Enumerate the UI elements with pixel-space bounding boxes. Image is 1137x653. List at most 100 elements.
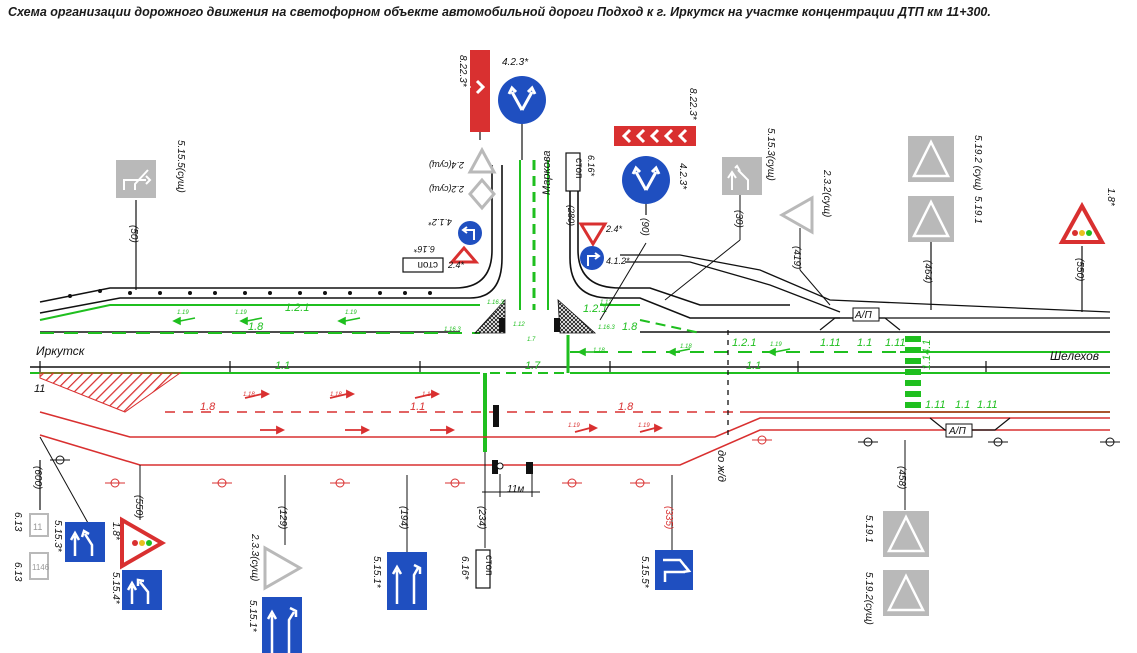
- dist-5-15-5-bottom: (335): [663, 506, 674, 529]
- traffic-lights: [492, 318, 560, 474]
- sign-code-4-1-2-left: 4.1.2*: [428, 217, 452, 227]
- lighting-poles-black: [50, 437, 1120, 465]
- sign-code-2-4-right: 2.4*: [605, 224, 623, 234]
- dist-5-15-5: (50): [128, 225, 139, 243]
- marking-1-18-a: 1.18: [593, 348, 605, 354]
- sign-2-4-gray-icon: [467, 146, 497, 174]
- marking-1-16-3-c: 1.16.3: [598, 325, 615, 331]
- marking-1-1-a: 1.1: [275, 360, 290, 372]
- marking-1-2-1-east: 1.2.1: [732, 337, 756, 349]
- sign-5-15-1-mid-icon: [387, 552, 427, 610]
- sign-1-8-top-icon: [1058, 201, 1106, 244]
- red-markings: [39, 411, 1110, 466]
- marking-1-19-a: 1.19: [177, 310, 189, 316]
- marking-1-19-f: 1.19: [638, 423, 650, 429]
- island-hatch-right: [557, 299, 597, 334]
- sign-code-1-8-top: 1.8*: [1105, 188, 1116, 207]
- marking-1-1-b: 1.1: [746, 360, 761, 372]
- sign-code-5-15-5-bottom: 5.15.5*: [639, 556, 650, 589]
- dist-5-15-1-mid: (194): [398, 506, 409, 529]
- marking-1-7: 1.7: [525, 360, 541, 372]
- sign-4-2-3-left-icon: [498, 76, 546, 124]
- sign-code-5-19-2-bottom: 5.19.2(сущ): [863, 572, 874, 625]
- sign-code-2-3-2: 2.3.2(сущ): [821, 169, 832, 217]
- marking-1-1-south: 1.1: [410, 401, 425, 413]
- sign-code-8-22-3-right: 8.22.3*: [687, 88, 698, 121]
- marking-1-1-c: 1.1: [857, 337, 872, 349]
- sign-code-4-1-2-right: 4.1.2*: [606, 256, 630, 266]
- sign-2-2-gray-icon: [468, 177, 496, 211]
- sign-code-1-8-bottom: 1.8*: [110, 522, 121, 541]
- red-hatched-island: [39, 372, 182, 413]
- dist-4-2-3-right: (90): [639, 218, 650, 236]
- marking-1-11-d: 1.11: [977, 399, 998, 411]
- marking-1-8-south: 1.8: [200, 401, 216, 413]
- dist-5-19-bottom: (458): [896, 466, 907, 489]
- marking-1-18-c: 1.18: [243, 392, 255, 398]
- sign-2-3-3-icon: [263, 545, 304, 591]
- sign-6-16-bottom-icon: [475, 549, 491, 589]
- sign-code-6-16-bottom: 6.16*: [459, 556, 470, 580]
- pedestrian-crossing-1-14-1: [905, 336, 921, 408]
- sign-code-6-16-right: 6.16*: [586, 155, 596, 177]
- dist-6-16-bottom: (234): [476, 506, 487, 529]
- sign-2-4-left-icon: [448, 245, 480, 264]
- sign-code-2-4-left: 2.4*: [447, 260, 465, 270]
- sign-5-15-3-bottom-icon: [65, 522, 105, 562]
- north-road-edge: [39, 165, 1111, 333]
- sign-2-3-2-icon: [778, 195, 814, 235]
- sign-label-stop-left: стоп: [418, 259, 438, 270]
- marking-1-12-b: 1.12: [600, 300, 612, 306]
- marking-1-8-north: 1.8: [248, 321, 264, 333]
- sign-label-stop-bottom: стоп: [483, 555, 494, 575]
- marking-1-18-d: 1.18: [330, 392, 342, 398]
- dist-5-19-top: (464): [922, 260, 933, 283]
- sign-4-2-3-right-icon: [622, 156, 670, 204]
- sign-code-5-15-3-bottom: 5.15.3*: [52, 520, 63, 553]
- sign-label-stop-right: стоп: [573, 158, 584, 178]
- sign-code-2-3-3: 2.3.3(сущ): [249, 533, 260, 581]
- distance-label: 11м: [507, 484, 524, 495]
- marking-1-2-1-right: 1.2.1: [583, 303, 607, 315]
- sign-code-6-13-b: 6.13: [12, 562, 23, 582]
- marking-1-1-d: 1.1: [955, 399, 970, 411]
- sign-2-4-right-icon: [578, 222, 608, 247]
- lighting-poles-south: [105, 435, 772, 488]
- marking-1-18-b: 1.18: [680, 344, 692, 350]
- marking-1-11-b: 1.11: [885, 337, 906, 349]
- marking-1-11-c: 1.11: [925, 399, 946, 411]
- sign-code-6-13-a: 6.13: [12, 512, 23, 532]
- marking-1-18-e: 1.18: [422, 392, 434, 398]
- sign-code-5-19-1-bottom: 5.19.1: [863, 515, 874, 543]
- plate-6-13-b-text: 1146: [32, 563, 50, 572]
- city-shelekhov: Шелехов: [1050, 349, 1099, 363]
- sign-code-2-2-sush: 2.2(сущ): [429, 184, 465, 194]
- island-hatch-left: [474, 298, 506, 334]
- marking-1-8-south-east: 1.8: [618, 401, 634, 413]
- sign-5-15-1-left-icon: [262, 597, 302, 653]
- sign-code-4-2-3-left: 4.2.3*: [502, 57, 529, 68]
- marking-1-19-b: 1.19: [235, 310, 247, 316]
- street-markova: Маркова: [541, 151, 553, 195]
- sign-code-5-15-3-top: 5.15.3(сущ): [765, 128, 776, 181]
- dist-2-3-2: (419): [791, 246, 802, 269]
- sign-code-5-15-1-left: 5.15.1*: [247, 600, 258, 633]
- marking-1-19-d: 1.19: [770, 342, 782, 348]
- dist-5-15-3-top: (30): [733, 210, 744, 228]
- dist-6-13: (600): [32, 466, 43, 489]
- sign-code-5-15-4: 5.15.4*: [110, 572, 121, 605]
- marking-1-2-1-north: 1.2.1: [285, 302, 309, 314]
- sign-6-16-left-icon: [402, 257, 444, 273]
- dist-6-16-right: (280): [566, 205, 576, 226]
- marking-1-14-1: 1.14.1: [921, 339, 933, 370]
- marking-1-19-c: 1.19: [345, 310, 357, 316]
- marking-1-16-3: 1.16.3: [444, 327, 461, 333]
- marking-1-16-3-b: 1.16.3: [487, 300, 504, 306]
- sign-code-4-2-3-right: 4.2.3*: [677, 163, 688, 190]
- marking-1-12: 1.12: [513, 322, 525, 328]
- dist-1-8-bottom: (550): [133, 495, 144, 518]
- marking-1-19-e: 1.19: [568, 423, 580, 429]
- sign-code-5-19-2-top: 5.19.2 (сущ): [972, 135, 983, 191]
- north-edge-dots: [68, 289, 432, 298]
